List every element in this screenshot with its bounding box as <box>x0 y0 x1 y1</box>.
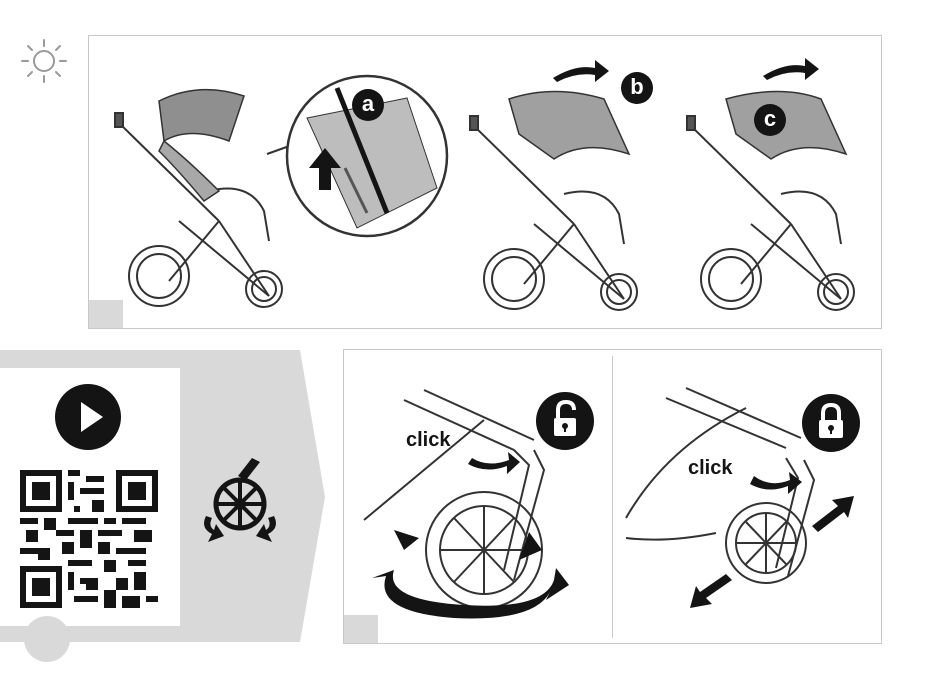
locked-padlock-icon <box>802 394 860 452</box>
arrow-right-icon <box>761 54 821 84</box>
click-label-unlock: click <box>406 429 450 452</box>
qr-code-icon[interactable] <box>20 470 158 608</box>
swivel-wheel-icon <box>190 456 300 556</box>
panel-divider <box>612 356 613 638</box>
hood-steps-panel: a b c <box>88 35 882 329</box>
unlocked-padlock-icon <box>536 392 594 450</box>
sun-icon <box>18 38 70 84</box>
step-badge-b: b <box>621 72 653 104</box>
arrow-right-icon <box>551 56 611 86</box>
step-badge-c: c <box>754 104 786 136</box>
step-badge-a: a <box>352 89 384 121</box>
wheel-lock-panel: click click <box>343 349 882 644</box>
stroller-illustration-2 <box>464 84 664 324</box>
panel-corner-tab <box>344 615 378 643</box>
click-label-lock: click <box>688 457 732 480</box>
play-icon[interactable] <box>55 384 121 450</box>
progress-dash <box>0 627 16 639</box>
progress-dot <box>24 616 70 662</box>
